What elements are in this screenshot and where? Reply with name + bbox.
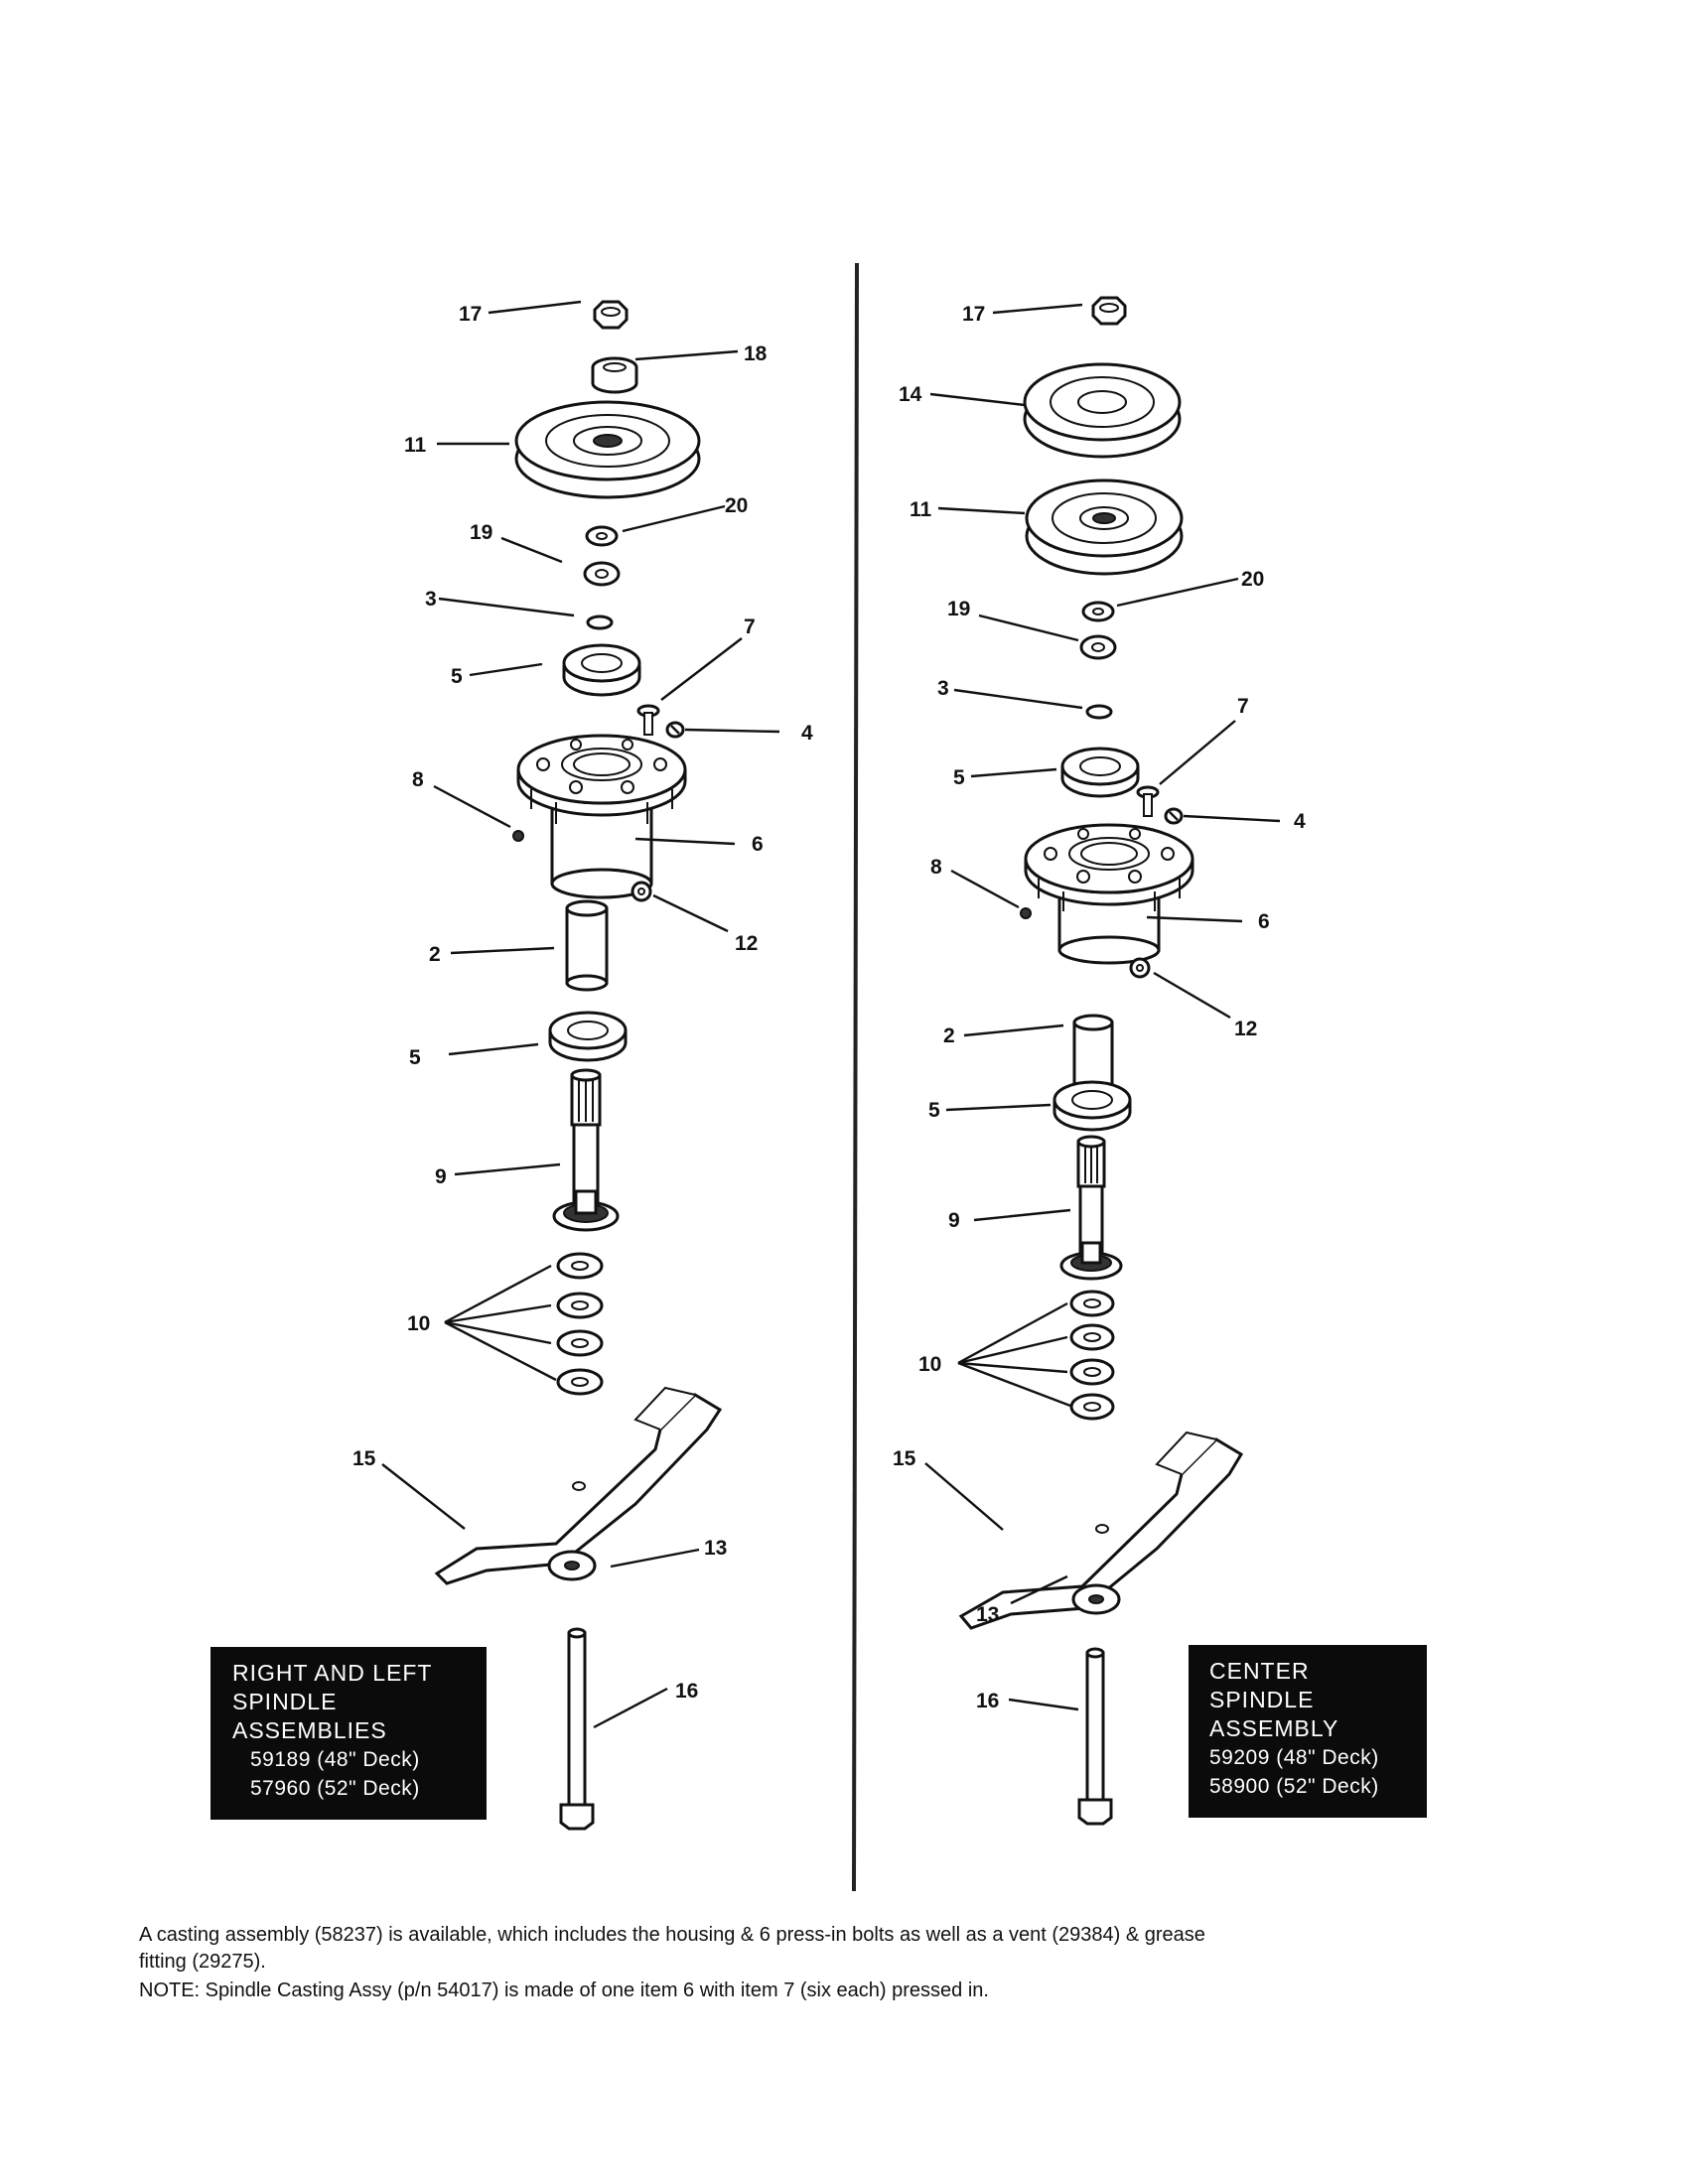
- part-3-ring: [1085, 704, 1113, 720]
- part-11-pulley: [514, 400, 701, 499]
- callout-l-5a: 5: [451, 665, 463, 688]
- part-10-washers: [1069, 1290, 1115, 1421]
- part-16-bolt: [559, 1627, 595, 1831]
- callout-l-7: 7: [744, 615, 756, 638]
- callout-l-6: 6: [752, 833, 764, 856]
- callout-l-5b: 5: [409, 1046, 421, 1069]
- part-17-nut: [1091, 296, 1127, 326]
- callout-l-8: 8: [412, 768, 424, 791]
- callout-r-19: 19: [947, 598, 970, 620]
- callout-l-16: 16: [675, 1680, 698, 1703]
- callout-l-18: 18: [744, 342, 768, 365]
- callout-r-4: 4: [1294, 810, 1306, 833]
- part-20-washer: [1081, 601, 1115, 622]
- part-12-nut: [631, 881, 652, 902]
- callout-r-8: 8: [930, 856, 942, 879]
- part-17-nut: [593, 300, 629, 330]
- callout-l-11: 11: [404, 434, 427, 457]
- part-10-washers: [556, 1252, 604, 1396]
- left-leaders: [381, 300, 780, 1729]
- callout-r-14: 14: [899, 383, 922, 406]
- callout-l-13: 13: [704, 1537, 727, 1560]
- callout-l-2: 2: [429, 943, 441, 966]
- callout-l-4: 4: [801, 722, 813, 745]
- part-4-vent: [1164, 807, 1184, 825]
- left-label-part2: 57960 (52" Deck): [250, 1777, 420, 1800]
- right-label-part2: 58900 (52" Deck): [1209, 1775, 1379, 1798]
- part-13-washer: [1071, 1583, 1121, 1615]
- right-assembly: [958, 296, 1244, 1826]
- part-8-grease-fitting: [1020, 907, 1032, 919]
- callout-r-10: 10: [918, 1353, 941, 1376]
- callout-r-7: 7: [1237, 695, 1249, 718]
- callout-l-3: 3: [425, 588, 437, 611]
- part-5-bearing-upper: [562, 643, 641, 697]
- left-assembly: [434, 300, 723, 1831]
- part-7-bolt: [636, 704, 660, 736]
- part-11-pulley: [1025, 478, 1184, 576]
- part-9-shaft: [552, 1068, 620, 1232]
- left-assembly-label: RIGHT AND LEFT SPINDLE ASSEMBLIES 59189 …: [210, 1647, 487, 1820]
- right-label-part1: 59209 (48" Deck): [1209, 1746, 1379, 1769]
- callout-r-12: 12: [1234, 1018, 1257, 1040]
- left-label-line2: SPINDLE: [232, 1689, 338, 1714]
- part-4-vent: [665, 721, 685, 739]
- callout-l-17: 17: [459, 303, 482, 326]
- part-16-bolt: [1077, 1647, 1113, 1826]
- part-9-shaft: [1059, 1135, 1123, 1281]
- part-14-pulley: [1023, 362, 1182, 459]
- note-casting-line1: A casting assembly (58237) is available,…: [139, 1924, 1205, 1946]
- part-8-grease-fitting: [512, 830, 524, 842]
- part-19-washer: [583, 561, 621, 587]
- part-5-bearing-lower: [1052, 1080, 1132, 1132]
- part-20-washer: [585, 525, 619, 547]
- callout-l-10: 10: [407, 1312, 430, 1335]
- part-6-housing: [1024, 823, 1194, 965]
- callout-l-12: 12: [735, 932, 758, 955]
- callout-l-19: 19: [470, 521, 492, 544]
- left-callouts: 17 18 11 20 19 3 7 5 4 8 6 12 2 5 9 10 1…: [352, 303, 813, 1703]
- part-12-nut: [1129, 957, 1151, 979]
- callout-r-20: 20: [1241, 568, 1264, 591]
- callout-r-13: 13: [976, 1603, 999, 1626]
- callout-r-16: 16: [976, 1690, 999, 1712]
- callout-r-3: 3: [937, 677, 949, 700]
- callout-r-6: 6: [1258, 910, 1270, 933]
- right-assembly-label: CENTER SPINDLE ASSEMBLY 59209 (48" Deck)…: [1189, 1645, 1427, 1818]
- part-15-blade: [434, 1386, 723, 1585]
- callout-r-5a: 5: [953, 766, 965, 789]
- part-5-bearing-lower: [548, 1011, 628, 1062]
- right-leaders: [924, 303, 1281, 1711]
- part-6-housing: [516, 734, 687, 899]
- callout-r-17: 17: [962, 303, 985, 326]
- part-3-ring: [586, 614, 614, 630]
- left-label-line1: RIGHT AND LEFT: [232, 1660, 433, 1686]
- left-label-part1: 59189 (48" Deck): [250, 1748, 420, 1771]
- callout-l-15: 15: [352, 1447, 376, 1470]
- callout-r-11: 11: [910, 498, 932, 521]
- right-label-line1: CENTER: [1209, 1658, 1310, 1684]
- right-label-line3: ASSEMBLY: [1209, 1715, 1339, 1741]
- part-19-washer: [1079, 634, 1117, 660]
- callout-l-20: 20: [725, 494, 748, 517]
- left-label-line3: ASSEMBLIES: [232, 1717, 387, 1743]
- part-7-bolt: [1136, 785, 1160, 817]
- part-5-bearing-upper: [1060, 747, 1140, 798]
- part-18-spacer: [591, 356, 638, 394]
- note-spindle-casting: NOTE: Spindle Casting Assy (p/n 54017) i…: [139, 1979, 989, 2001]
- center-divider: [852, 262, 859, 1892]
- callout-l-9: 9: [435, 1165, 447, 1188]
- note-casting-line2: fitting (29275).: [139, 1951, 266, 1973]
- callout-r-2: 2: [943, 1024, 955, 1047]
- part-2-spacer-tube: [565, 899, 609, 992]
- right-label-line2: SPINDLE: [1209, 1687, 1315, 1712]
- callout-r-5b: 5: [928, 1099, 940, 1122]
- right-callouts: 17 14 11 20 19 3 7 5 4 8 6 12 2 5 9 10 1…: [893, 303, 1306, 1712]
- part-13-washer: [547, 1550, 597, 1581]
- callout-r-15: 15: [893, 1447, 916, 1470]
- callout-r-9: 9: [948, 1209, 960, 1232]
